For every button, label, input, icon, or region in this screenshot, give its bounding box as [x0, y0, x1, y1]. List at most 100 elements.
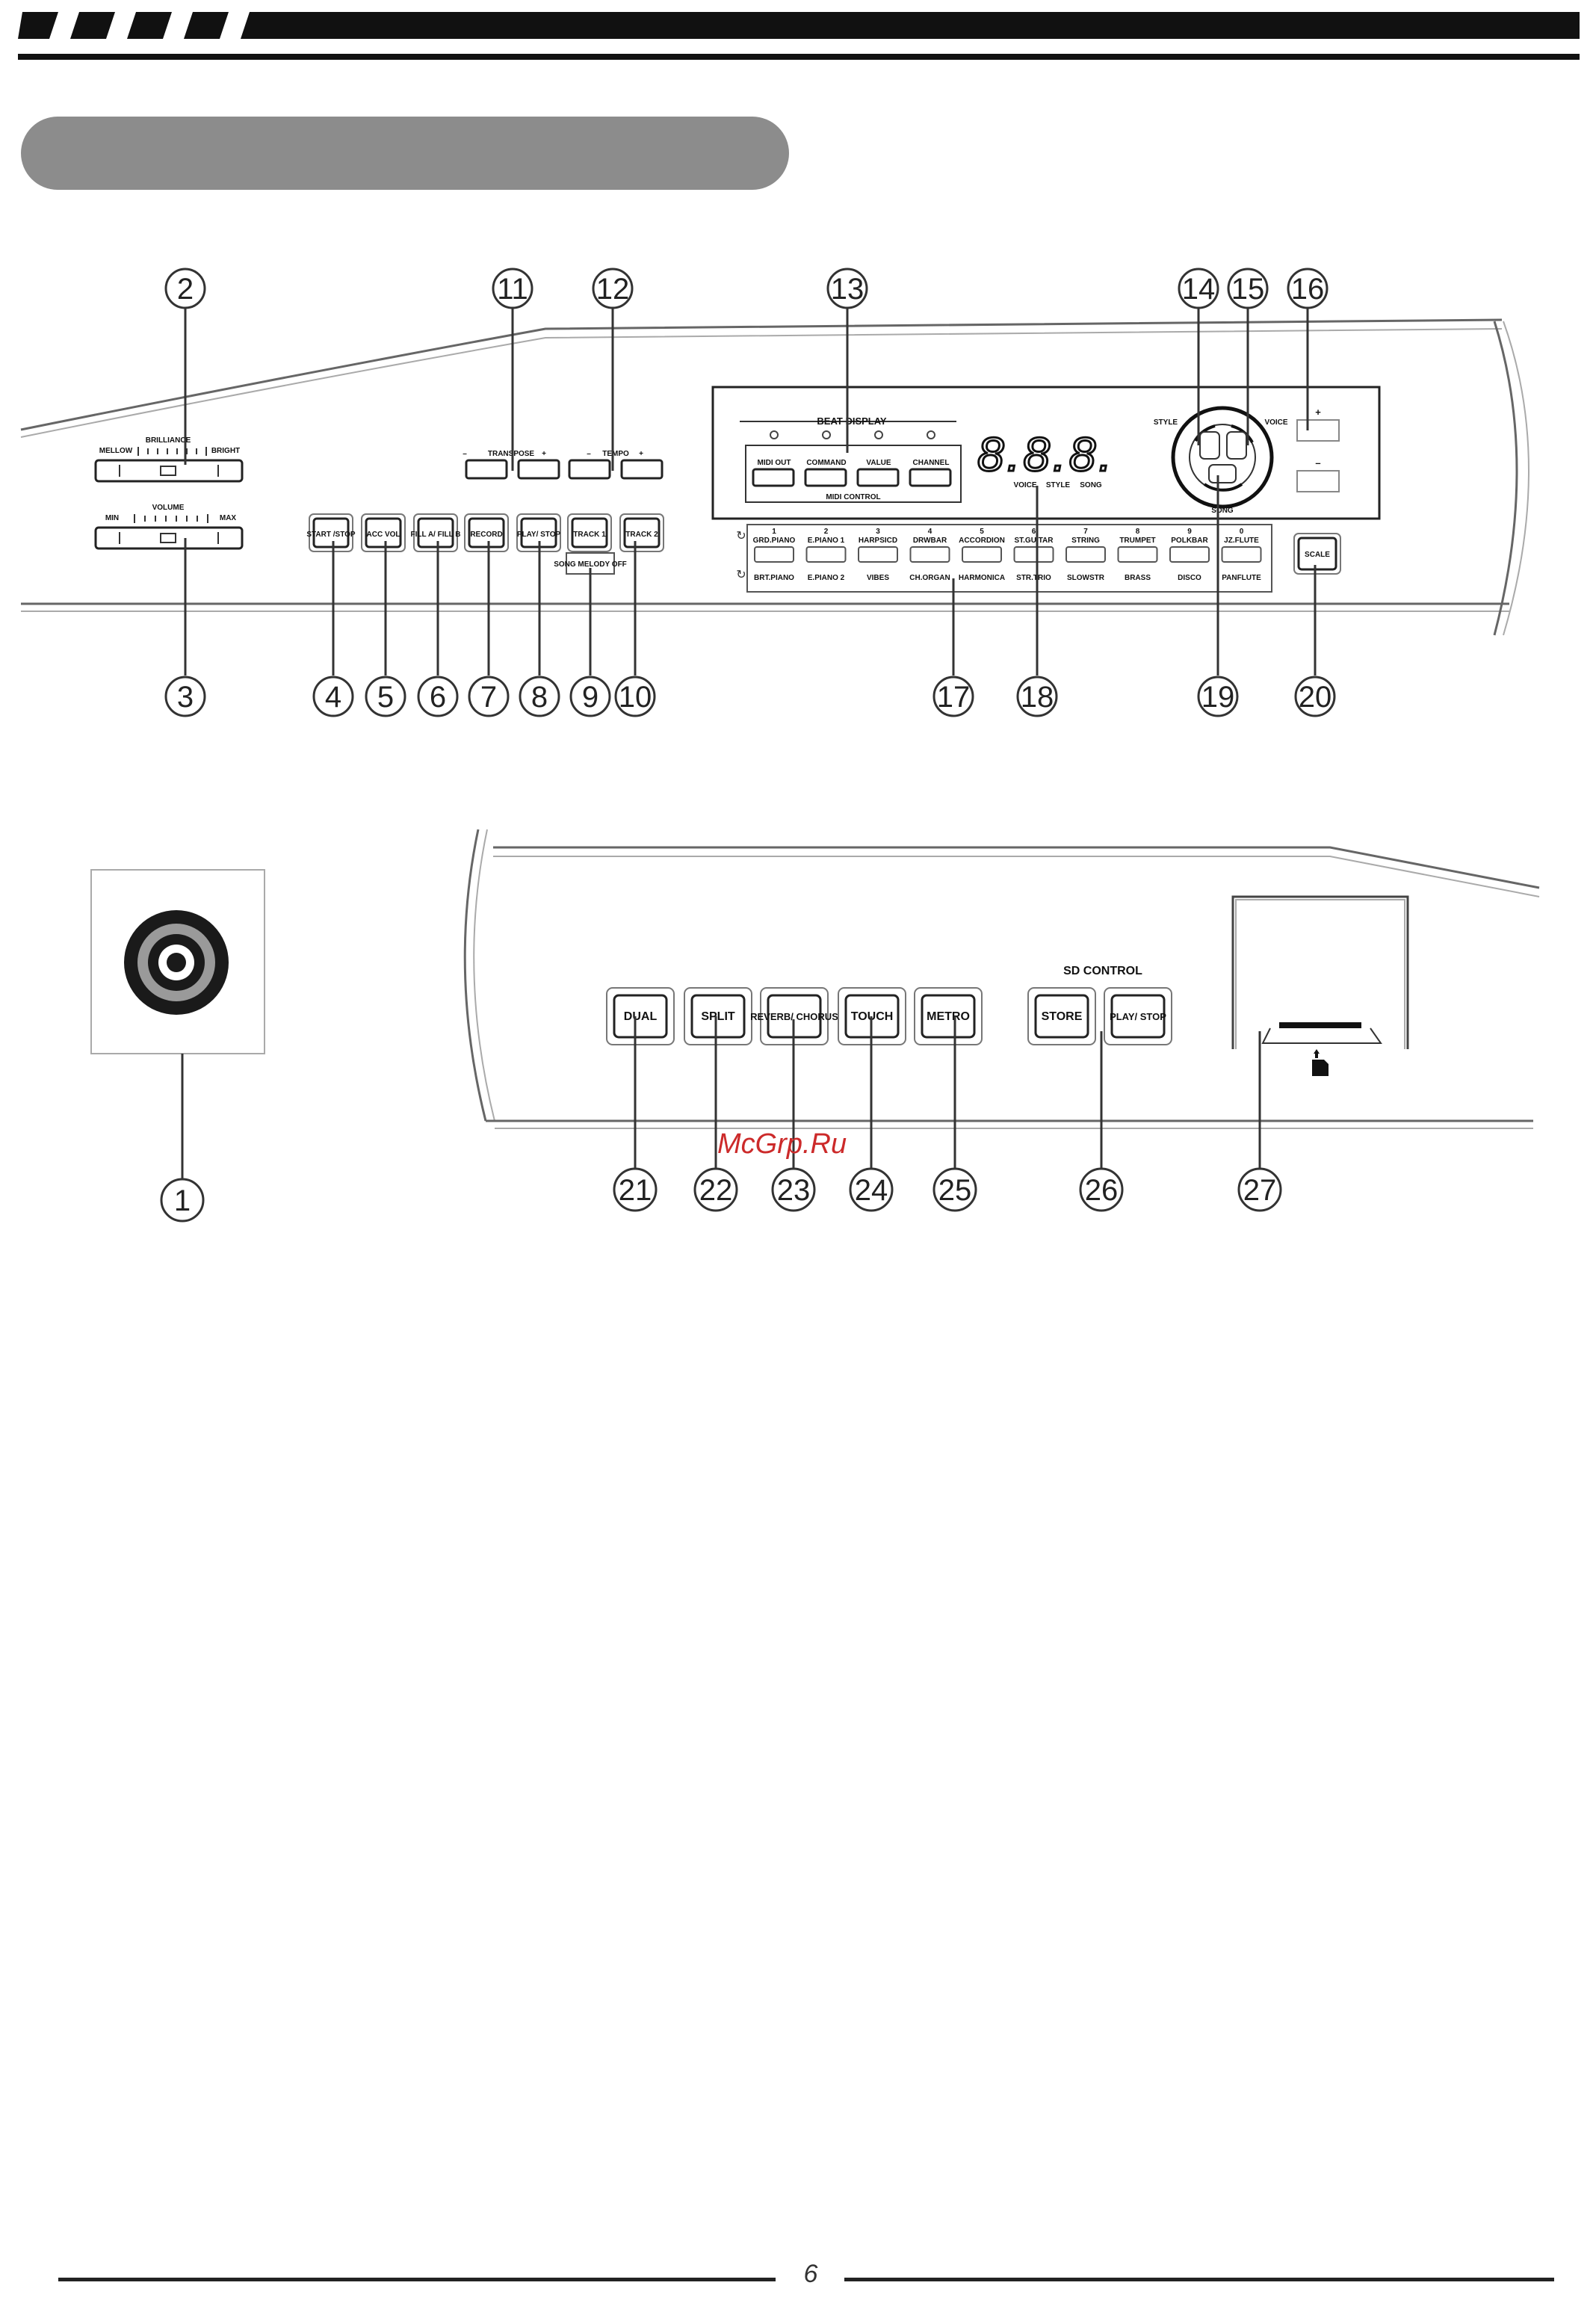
callout-12: 12 [596, 273, 630, 306]
voice-button[interactable] [962, 546, 1002, 563]
brilliance-slider-knob[interactable] [160, 466, 176, 476]
voice-button[interactable] [909, 546, 950, 563]
voice-button[interactable] [1169, 546, 1210, 563]
control-panel-diagram: .callout circle { fill:#fff; stroke:#333… [20, 268, 1540, 1223]
sd-card-slot[interactable] [1279, 1022, 1361, 1028]
dual-button[interactable] [613, 994, 668, 1039]
page-number: 6 [803, 2260, 818, 2288]
split-label: SPLIT [701, 1010, 735, 1023]
command-button[interactable] [804, 468, 847, 487]
plus-button[interactable] [1296, 419, 1340, 442]
voice-name-row1: HARPSICD [859, 537, 897, 545]
song-melody-off-label: SONG MELODY OFF [554, 560, 627, 569]
voice-name-row1: ST.GUITAR [1014, 537, 1054, 545]
voice-name-row2: STR.TRIO [1016, 574, 1051, 582]
sd-play-stop-button[interactable] [1110, 994, 1166, 1039]
header-rule [18, 54, 1580, 60]
voice-name-row1: ACCORDION [959, 537, 1005, 545]
voice-button[interactable] [805, 546, 847, 563]
callout-19: 19 [1201, 681, 1235, 714]
voice-select-button[interactable] [1226, 431, 1247, 460]
callout-7: 7 [480, 681, 497, 714]
callout-6: 6 [430, 681, 446, 714]
value-label: VALUE [866, 459, 891, 467]
transpose-minus: – [463, 450, 467, 458]
play-stop-label: PLAY/ STOP [517, 531, 561, 539]
voice-name-row2: SLOWSTR [1067, 574, 1105, 582]
track1-label: TRACK 1 [573, 531, 606, 539]
svg-text:↻: ↻ [736, 530, 746, 543]
sd-store-button[interactable] [1034, 994, 1089, 1039]
headphone-jack-socket[interactable] [167, 953, 186, 972]
acc-vol-button[interactable] [365, 517, 402, 548]
callout-5: 5 [377, 681, 394, 714]
voice-name-row1: STRING [1071, 537, 1100, 545]
beat-display-label: BEAT DISPLAY [817, 415, 887, 427]
transpose-up-button[interactable] [517, 459, 560, 480]
callout-21: 21 [619, 1174, 652, 1207]
tempo-plus: + [639, 450, 643, 458]
split-button[interactable] [690, 994, 746, 1039]
start-stop-label: START /STOP [306, 531, 356, 539]
volume-slider-knob[interactable] [160, 533, 176, 543]
minus-label: – [1315, 457, 1320, 469]
voice-name-row2: CH.ORGAN [909, 574, 950, 582]
voice-name-row1: TRUMPET [1119, 537, 1155, 545]
led-display: 8.8.8. [977, 427, 1115, 481]
callout-17: 17 [937, 681, 971, 714]
selection-dial[interactable] [1171, 406, 1274, 509]
record-button[interactable] [468, 517, 505, 548]
voice-name-row1: JZ.FLUTE [1224, 537, 1259, 545]
dial-style-label: STYLE [1154, 418, 1178, 427]
plus-label: + [1315, 407, 1321, 418]
voice-button[interactable] [754, 546, 794, 563]
callout-25: 25 [938, 1174, 972, 1207]
track2-label: TRACK 2 [625, 531, 658, 539]
transpose-down-button[interactable] [465, 459, 508, 480]
track1-button[interactable] [571, 517, 608, 548]
minus-button[interactable] [1296, 470, 1340, 492]
song-select-button[interactable] [1208, 464, 1237, 483]
dial-voice-label: VOICE [1264, 418, 1287, 427]
callout-2: 2 [177, 273, 194, 306]
callout-27: 27 [1243, 1174, 1277, 1207]
channel-button[interactable] [909, 468, 952, 487]
voice-name-row2: HARMONICA [959, 574, 1005, 582]
metro-button[interactable] [921, 994, 976, 1039]
voice-button[interactable] [1013, 546, 1054, 563]
start-stop-button[interactable] [312, 517, 350, 548]
midi-out-button[interactable] [752, 468, 795, 487]
display-panel: BEAT DISPLAY MIDI OUT COMMAND VALUE CHAN… [711, 386, 1381, 520]
style-select-button[interactable] [1199, 431, 1220, 460]
value-button[interactable] [856, 468, 900, 487]
dial-song-label: SONG [1211, 507, 1234, 515]
fill-button[interactable] [417, 517, 454, 548]
tempo-up-button[interactable] [620, 459, 664, 480]
voice-number: 1 [772, 528, 776, 536]
fill-label: FILL A/ FILL B [410, 531, 460, 539]
voice-name-row2: BRT.PIANO [754, 574, 794, 582]
voice-number: 8 [1136, 528, 1140, 536]
page-footer: 6 [0, 2257, 1596, 2302]
voice-button[interactable] [1117, 546, 1158, 563]
scale-button[interactable] [1297, 537, 1337, 571]
voice-name-row1: DRWBAR [913, 537, 947, 545]
callout-1: 1 [174, 1184, 191, 1217]
voice-button[interactable] [1065, 546, 1106, 563]
voice-button[interactable] [858, 546, 898, 563]
brilliance-max-label: BRIGHT [211, 447, 240, 455]
voice-name-row2: PANFLUTE [1222, 574, 1261, 582]
callout-22: 22 [699, 1174, 733, 1207]
song-indicator: SONG [1080, 481, 1102, 489]
sd-card-icon [1312, 1060, 1329, 1076]
transpose-plus: + [542, 450, 546, 458]
callout-26: 26 [1085, 1174, 1119, 1207]
bottom-buttons: DUAL SPLIT REVERB/ CHORUS TOUCH METRO SD… [606, 965, 1172, 1045]
voice-number: 6 [1032, 528, 1036, 536]
track2-button[interactable] [623, 517, 661, 548]
voice-button[interactable] [1221, 546, 1262, 563]
volume-control: VOLUME MIN MAX [94, 504, 244, 550]
dual-label: DUAL [624, 1010, 658, 1023]
tempo-down-button[interactable] [568, 459, 611, 480]
